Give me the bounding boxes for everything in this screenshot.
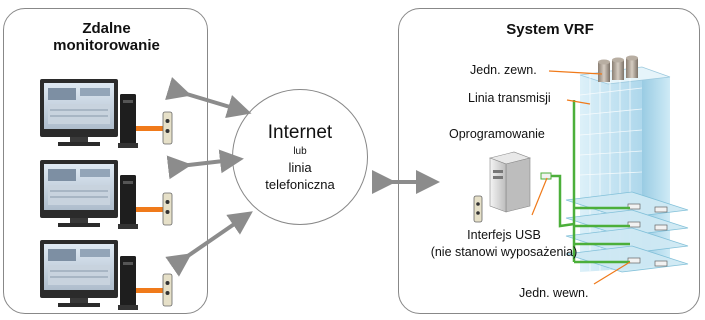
transmission-line-label: Linia transmisji <box>468 91 551 105</box>
callout-lines <box>531 70 631 285</box>
or-label: lub <box>293 146 307 157</box>
arrow-workstation-3 <box>165 211 253 277</box>
remote-title-line2: monitorowanie <box>53 36 160 54</box>
workstation-3 <box>40 240 173 310</box>
arrow-workstation-1 <box>165 77 252 119</box>
internet-label: Internet <box>267 122 333 143</box>
line-label: linia <box>288 160 312 175</box>
outdoor-unit-label: Jedn. zewn. <box>470 63 537 77</box>
outdoor-unit-icon <box>598 55 638 82</box>
workstation-1 <box>40 79 173 148</box>
vrf-title: System VRF <box>506 21 594 38</box>
telephone-label: telefoniczna <box>265 177 335 192</box>
computer-icon <box>488 151 532 213</box>
indoor-unit-label: Jedn. wewn. <box>519 286 589 300</box>
workstation-2 <box>40 160 173 229</box>
network-circle <box>232 89 368 225</box>
usb-adapter-icon <box>473 195 483 223</box>
arrow-workstation-2 <box>166 149 244 180</box>
usb-note-label: (nie stanowi wyposażenia) <box>430 245 578 259</box>
remote-monitoring-title: Zdalne monitorowanie <box>4 20 209 54</box>
software-label: Oprogramowanie <box>449 127 545 141</box>
usb-interface-label: Interfejs USB <box>467 228 541 242</box>
connection-arrows <box>165 77 440 277</box>
remote-title-line1: Zdalne <box>82 20 131 37</box>
usb-interface-icon <box>540 172 552 180</box>
vrf-building <box>548 55 689 273</box>
